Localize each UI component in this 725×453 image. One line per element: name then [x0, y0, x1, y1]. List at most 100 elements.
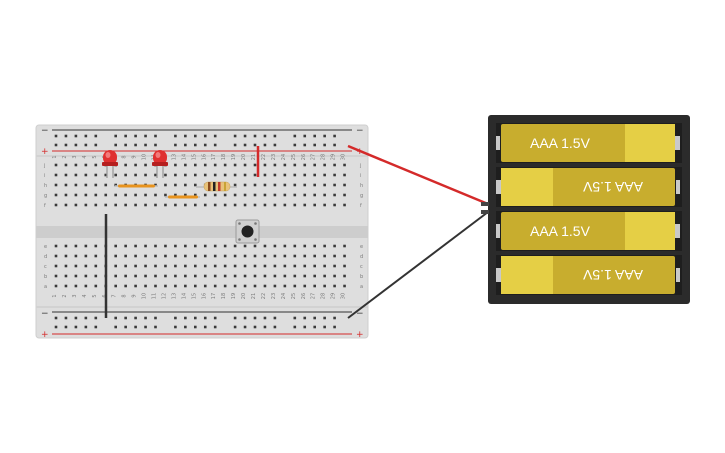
breadboard-hole[interactable] [134, 203, 137, 207]
battery-cell[interactable]: AAA 1.5V [496, 123, 682, 163]
breadboard-hole[interactable] [293, 244, 297, 248]
breadboard-hole[interactable] [154, 244, 157, 248]
breadboard-hole[interactable] [273, 163, 277, 167]
breadboard-hole[interactable] [213, 264, 217, 268]
rail-hole[interactable] [184, 325, 187, 329]
breadboard-hole[interactable] [84, 203, 88, 207]
breadboard-hole[interactable] [164, 264, 167, 268]
rail-hole[interactable] [233, 143, 237, 147]
breadboard-hole[interactable] [114, 203, 117, 207]
breadboard-hole[interactable] [283, 254, 287, 258]
breadboard-hole[interactable] [64, 163, 68, 167]
breadboard-hole[interactable] [114, 183, 117, 187]
rail-hole[interactable] [114, 143, 117, 147]
rail-hole[interactable] [54, 316, 58, 320]
breadboard-hole[interactable] [203, 254, 207, 258]
breadboard-hole[interactable] [74, 193, 78, 197]
breadboard-hole[interactable] [203, 193, 207, 197]
breadboard-hole[interactable] [243, 193, 247, 197]
breadboard-hole[interactable] [174, 254, 177, 258]
rail-hole[interactable] [74, 134, 78, 138]
breadboard-hole[interactable] [313, 264, 316, 268]
rail-hole[interactable] [144, 134, 147, 138]
breadboard-hole[interactable] [263, 163, 267, 167]
breadboard-hole[interactable] [104, 173, 108, 177]
breadboard-hole[interactable] [74, 274, 78, 278]
breadboard-hole[interactable] [223, 163, 227, 167]
battery-positive-wire[interactable] [347, 144, 489, 206]
rail-hole[interactable] [253, 134, 257, 138]
breadboard-hole[interactable] [343, 254, 346, 258]
breadboard-hole[interactable] [74, 183, 78, 187]
rail-hole[interactable] [333, 325, 336, 329]
rail-hole[interactable] [303, 316, 307, 320]
breadboard-hole[interactable] [273, 183, 277, 187]
rail-hole[interactable] [263, 325, 267, 329]
breadboard-hole[interactable] [64, 254, 68, 258]
breadboard-hole[interactable] [154, 274, 157, 278]
rail-hole[interactable] [313, 316, 316, 320]
rail-hole[interactable] [273, 143, 277, 147]
breadboard-hole[interactable] [144, 163, 147, 167]
breadboard-hole[interactable] [154, 284, 157, 288]
breadboard-hole[interactable] [94, 244, 98, 248]
rail-hole[interactable] [54, 143, 58, 147]
rail-hole[interactable] [124, 325, 127, 329]
breadboard-hole[interactable] [253, 264, 257, 268]
breadboard-hole[interactable] [94, 173, 98, 177]
rail-hole[interactable] [154, 134, 157, 138]
led[interactable] [152, 150, 168, 178]
breadboard-hole[interactable] [164, 244, 167, 248]
rail-hole[interactable] [333, 316, 336, 320]
rail-hole[interactable] [64, 143, 68, 147]
breadboard-hole[interactable] [184, 264, 187, 268]
breadboard-hole[interactable] [283, 274, 287, 278]
breadboard-hole[interactable] [124, 264, 127, 268]
breadboard-holes[interactable] [54, 134, 346, 329]
breadboard-hole[interactable] [343, 173, 346, 177]
breadboard-hole[interactable] [64, 274, 68, 278]
breadboard-hole[interactable] [293, 274, 297, 278]
breadboard-hole[interactable] [253, 173, 257, 177]
rail-hole[interactable] [213, 325, 217, 329]
rail-hole[interactable] [323, 134, 326, 138]
breadboard-hole[interactable] [74, 173, 78, 177]
breadboard-hole[interactable] [194, 274, 197, 278]
breadboard-hole[interactable] [213, 173, 217, 177]
rail-hole[interactable] [144, 316, 147, 320]
rail-hole[interactable] [323, 143, 326, 147]
breadboard-hole[interactable] [243, 163, 247, 167]
rail-hole[interactable] [54, 325, 58, 329]
breadboard-hole[interactable] [94, 203, 98, 207]
breadboard-hole[interactable] [134, 163, 137, 167]
breadboard-hole[interactable] [233, 163, 237, 167]
breadboard-hole[interactable] [54, 203, 58, 207]
rail-hole[interactable] [144, 325, 147, 329]
rail-hole[interactable] [174, 143, 177, 147]
breadboard-hole[interactable] [114, 264, 117, 268]
breadboard-hole[interactable] [54, 274, 58, 278]
breadboard-hole[interactable] [263, 254, 267, 258]
breadboard-hole[interactable] [124, 173, 127, 177]
rail-hole[interactable] [124, 143, 127, 147]
breadboard-hole[interactable] [263, 173, 267, 177]
breadboard-hole[interactable] [283, 163, 287, 167]
breadboard-hole[interactable] [84, 183, 88, 187]
breadboard-hole[interactable] [283, 193, 287, 197]
rail-hole[interactable] [174, 134, 177, 138]
breadboard-hole[interactable] [124, 163, 127, 167]
breadboard-hole[interactable] [54, 244, 58, 248]
rail-hole[interactable] [64, 325, 68, 329]
rail-hole[interactable] [273, 134, 277, 138]
breadboard-hole[interactable] [233, 193, 237, 197]
breadboard-hole[interactable] [323, 284, 326, 288]
breadboard-hole[interactable] [194, 244, 197, 248]
battery-cell[interactable]: AAA 1.5V [496, 211, 682, 251]
rail-hole[interactable] [94, 316, 98, 320]
rail-hole[interactable] [303, 134, 307, 138]
breadboard-hole[interactable] [194, 163, 197, 167]
breadboard-hole[interactable] [74, 163, 78, 167]
breadboard-hole[interactable] [184, 284, 187, 288]
